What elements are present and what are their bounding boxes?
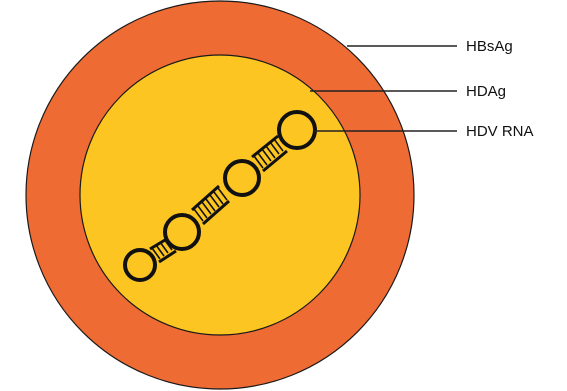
rna-loop bbox=[125, 250, 155, 280]
hdag-label: HDAg bbox=[466, 83, 506, 100]
hdv-rna-label: HDV RNA bbox=[466, 123, 534, 140]
hdag-nucleocapsid-layer bbox=[80, 55, 360, 335]
rna-loop bbox=[165, 215, 199, 249]
hbsag-label: HBsAg bbox=[466, 38, 513, 55]
rna-loop bbox=[279, 112, 315, 148]
rna-loop bbox=[225, 161, 259, 195]
